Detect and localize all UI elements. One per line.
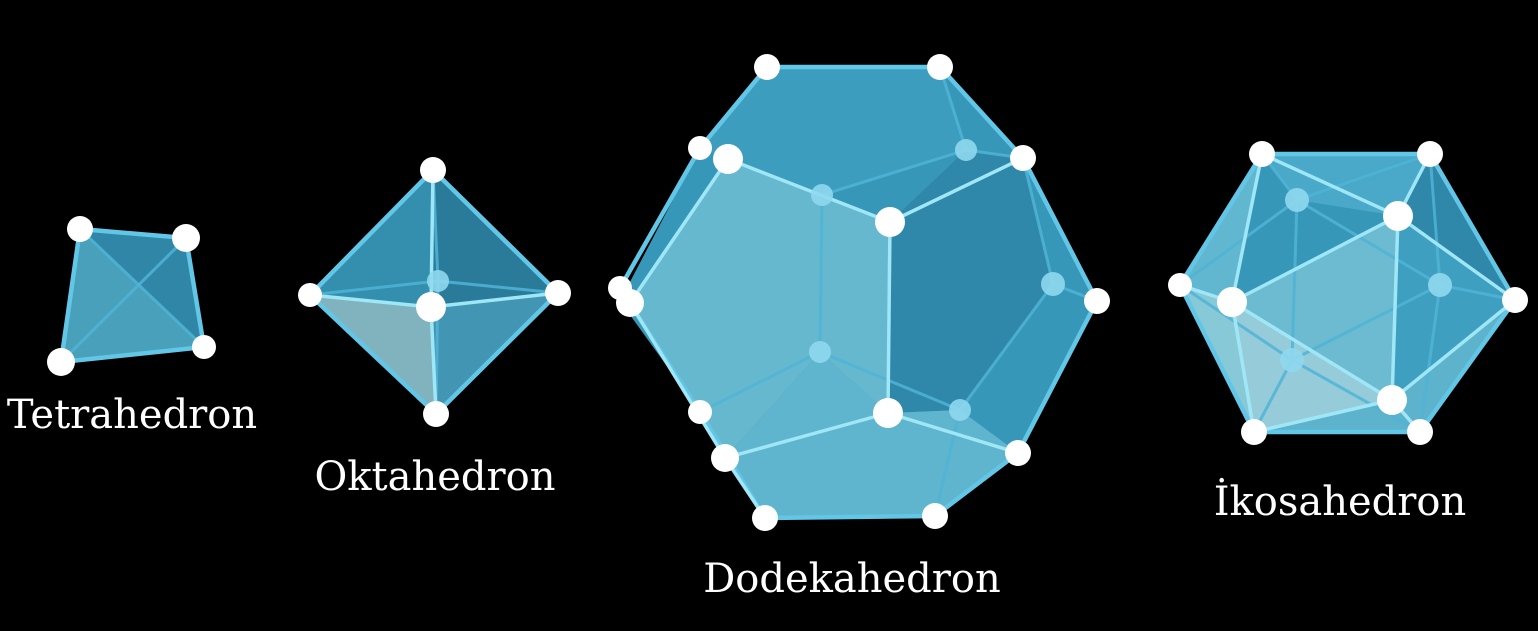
oktahedron-vertices — [298, 157, 571, 427]
vertex — [67, 216, 93, 242]
tetrahedron-label: Tetrahedron — [7, 392, 257, 438]
vertex — [922, 503, 948, 529]
vertex — [713, 144, 743, 174]
vertex — [927, 54, 953, 80]
vertex — [420, 157, 446, 183]
vertex — [1383, 201, 1413, 231]
vertex — [172, 224, 200, 252]
vertex — [545, 280, 571, 306]
vertex — [1428, 273, 1452, 297]
vertex — [711, 444, 739, 472]
vertex — [1084, 288, 1110, 314]
vertex — [754, 54, 780, 80]
vertex — [1377, 385, 1407, 415]
ikosahedron-label: İkosahedron — [1214, 478, 1467, 525]
vertex — [949, 399, 971, 421]
vertex — [752, 505, 778, 531]
ikosahedron: İkosahedron — [1168, 141, 1528, 525]
vertex — [47, 348, 75, 376]
oktahedron: Oktahedron — [298, 157, 571, 500]
oktahedron-label: Oktahedron — [315, 454, 556, 500]
vertex — [688, 400, 712, 424]
vertex — [1010, 145, 1036, 171]
vertex — [688, 136, 712, 160]
vertex — [298, 283, 322, 307]
vertex — [1280, 348, 1304, 372]
vertex — [875, 207, 905, 237]
vertex — [1285, 188, 1309, 212]
dodekahedron-label: Dodekahedron — [703, 556, 1001, 602]
ikosahedron-vertices — [1168, 141, 1528, 445]
vertex — [616, 289, 644, 317]
vertex — [416, 292, 446, 322]
vertex — [955, 139, 977, 161]
vertex — [1407, 419, 1433, 445]
vertex — [427, 270, 449, 292]
vertex — [811, 184, 833, 206]
tetrahedron-vertices — [47, 216, 216, 376]
tetrahedron: Tetrahedron — [7, 216, 257, 438]
vertex — [1241, 419, 1267, 445]
vertex — [1502, 287, 1528, 313]
vertex — [192, 335, 216, 359]
vertex — [1249, 141, 1275, 167]
vertex — [1041, 272, 1065, 296]
dodekahedron: Dodekahedron — [608, 54, 1110, 602]
vertex — [1005, 440, 1031, 466]
vertex — [1168, 273, 1192, 297]
vertex — [1417, 141, 1443, 167]
vertex — [809, 341, 831, 363]
vertex — [1217, 287, 1247, 317]
dodekahedron-vertices — [608, 54, 1110, 531]
vertex — [873, 398, 903, 428]
vertex — [423, 401, 449, 427]
